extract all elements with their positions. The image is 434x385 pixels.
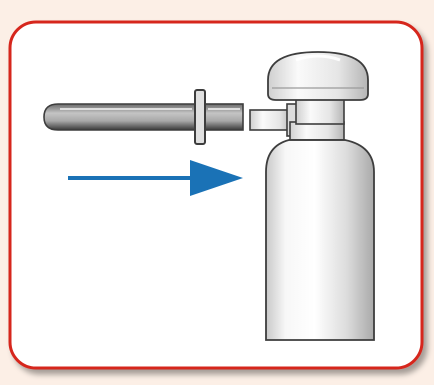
gas-cylinder-icon (266, 122, 374, 340)
